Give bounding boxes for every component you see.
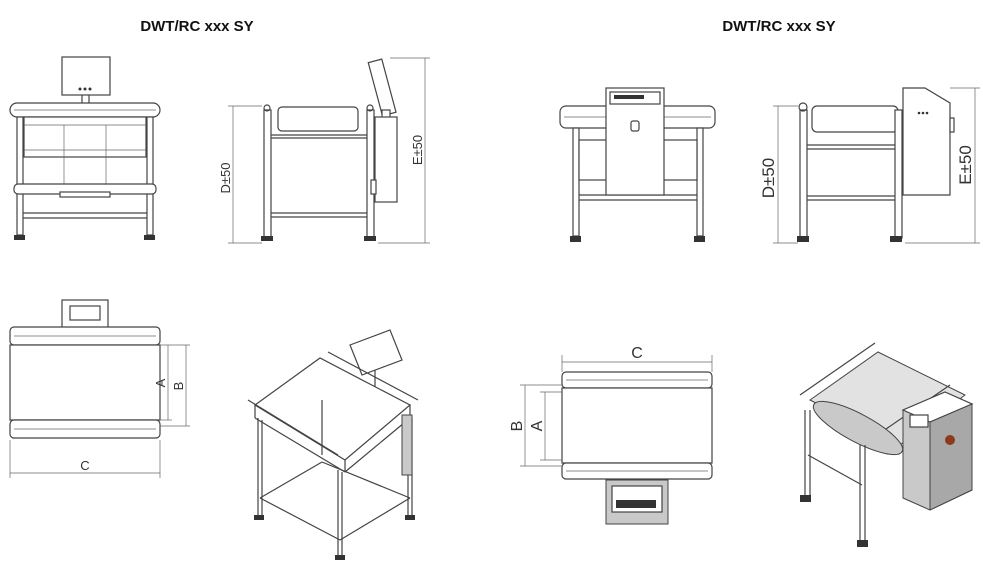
right-top-view: C B A xyxy=(509,345,713,525)
dim-label-c-right: C xyxy=(631,345,643,362)
model-title-left: DWT/RC xxx SY xyxy=(140,18,254,35)
dim-label-a-right: A xyxy=(529,420,546,431)
left-isometric-view xyxy=(247,329,419,560)
dim-label-e-right: E±50 xyxy=(956,145,975,185)
dim-label-a-left: A xyxy=(153,378,168,387)
left-side-view: D±50 E±50 xyxy=(218,57,430,244)
dim-label-c-left: C xyxy=(80,458,89,473)
right-side-view: D±50 E±50 xyxy=(759,87,980,244)
right-isometric-view xyxy=(799,342,974,547)
left-front-view xyxy=(9,56,161,240)
right-front-view xyxy=(559,87,716,242)
dim-label-e-left: E±50 xyxy=(410,135,425,165)
model-title-right: DWT/RC xxx SY xyxy=(722,18,836,35)
dim-label-d-left: D±50 xyxy=(218,163,233,194)
left-top-view: A B C xyxy=(9,299,190,478)
dim-label-b-right: B xyxy=(509,421,526,432)
dim-label-d-right: D±50 xyxy=(759,158,778,199)
dim-label-b-left: B xyxy=(171,382,186,391)
